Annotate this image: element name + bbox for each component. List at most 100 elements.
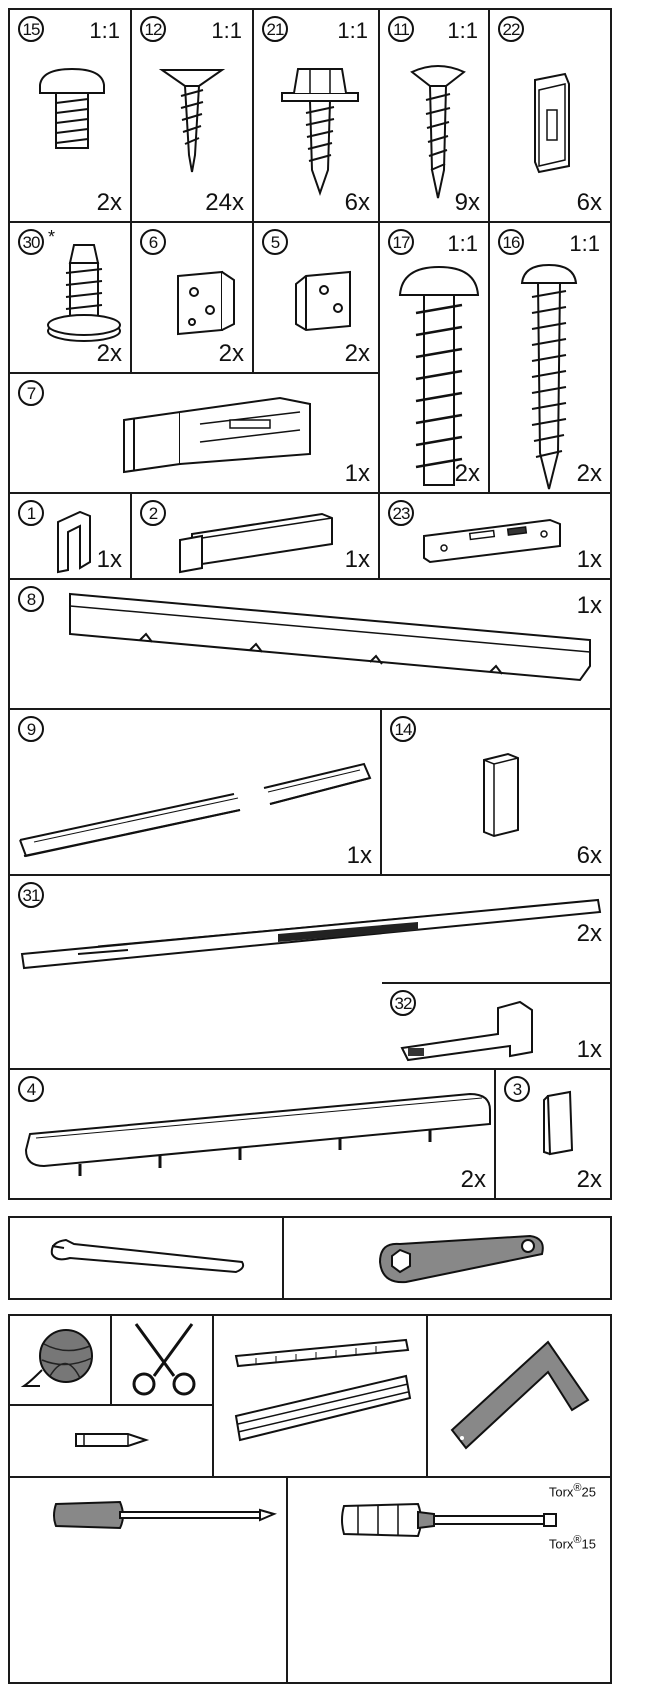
- part-31: 31 2x: [8, 874, 612, 984]
- quantity: 2x: [460, 1166, 486, 1193]
- quantity: 2x: [454, 460, 480, 487]
- slider-connector-icon: [123, 396, 311, 474]
- quantity: 24x: [205, 189, 244, 216]
- plate-icon: [295, 270, 351, 332]
- part-number: 5: [262, 229, 288, 255]
- part-number: 11: [388, 16, 414, 42]
- part-number: 21: [262, 16, 288, 42]
- folding-ruler-icon: [234, 1338, 412, 1442]
- tool-wrench: [8, 1216, 284, 1300]
- bracket-clip-icon: [534, 72, 570, 174]
- wood-screw-icon: [158, 69, 226, 173]
- torx-screwdriver-icon: [341, 1502, 557, 1538]
- part-number: 6: [140, 229, 166, 255]
- tool-pencil-cell: [8, 1404, 214, 1478]
- scale-ratio: 1:1: [89, 18, 120, 43]
- quantity: 1x: [576, 1036, 602, 1063]
- part-number: 9: [18, 716, 44, 742]
- part-3: 3 2x: [494, 1068, 612, 1200]
- end-cap-rail-icon: [179, 512, 333, 574]
- quantity: 2x: [96, 189, 122, 216]
- part-7: 7 1x: [8, 372, 380, 494]
- part-number: 1: [18, 500, 44, 526]
- end-clip-icon: [57, 510, 91, 574]
- quantity: 2x: [576, 460, 602, 487]
- torx-25-label: Torx®25: [548, 1482, 596, 1500]
- quantity: 1x: [576, 592, 602, 619]
- quantity: 2x: [576, 920, 602, 947]
- part-14: 14 6x: [380, 708, 612, 876]
- part-number: 30: [18, 229, 44, 255]
- tool-spanner: [282, 1216, 612, 1300]
- quantity: 1x: [346, 842, 372, 869]
- part-21: 21 1:1 6x: [252, 8, 380, 223]
- handle-hook-icon: [400, 1000, 533, 1062]
- part-23: 23 1x: [378, 492, 612, 580]
- part-number: 12: [140, 16, 166, 42]
- tool-scissors: [110, 1314, 214, 1406]
- part-number: 14: [390, 716, 416, 742]
- part-9: 9 1x: [8, 708, 382, 876]
- part-number: 8: [18, 586, 44, 612]
- scale-ratio: 1:1: [337, 18, 368, 43]
- wrench-icon: [50, 1238, 245, 1274]
- part-number: 32: [390, 990, 416, 1016]
- quantity: 1x: [96, 546, 122, 573]
- angle-square-icon: [450, 1340, 590, 1450]
- spacer: [8, 982, 382, 1070]
- quantity: 9x: [454, 189, 480, 216]
- long-screw-icon: [520, 263, 578, 490]
- large-screw-icon: [398, 265, 480, 486]
- part-number: 4: [18, 1076, 44, 1102]
- part-number: 23: [388, 500, 414, 526]
- quantity: 2x: [344, 340, 370, 367]
- part-12: 12 1:1 24x: [130, 8, 254, 223]
- scale-ratio: 1:1: [211, 18, 242, 43]
- part-5: 5 2x: [252, 221, 380, 374]
- long-rail-icon: [69, 592, 591, 682]
- part-4: 4 2x: [8, 1068, 496, 1200]
- part-16: 16 1:1 2x: [488, 221, 612, 494]
- part-1: 1 1x: [8, 492, 132, 580]
- scissors-icon: [132, 1323, 196, 1396]
- part-number: 31: [18, 882, 44, 908]
- bolt-icon: [39, 67, 105, 149]
- part-11: 11 1:1 9x: [378, 8, 490, 223]
- quantity: 2x: [218, 340, 244, 367]
- part-number: 16: [498, 229, 524, 255]
- hex-spanner-icon: [378, 1234, 544, 1284]
- part-32: 32 1x: [380, 982, 612, 1070]
- part-2: 2 1x: [130, 492, 380, 580]
- flat-screwdriver-icon: [53, 1500, 277, 1530]
- tool-string: [8, 1314, 112, 1406]
- part-number: 17: [388, 229, 414, 255]
- part-22: 22 6x: [488, 8, 612, 223]
- plate-icon: [177, 270, 235, 336]
- quantity: 2x: [96, 340, 122, 367]
- hex-screw-icon: [281, 68, 359, 197]
- tool-flat-screwdriver: [8, 1476, 288, 1684]
- quantity: 6x: [576, 189, 602, 216]
- footnote-star: *: [48, 227, 56, 247]
- part-17: 17 1:1 2x: [378, 221, 490, 494]
- countersunk-screw-icon: [410, 65, 466, 199]
- small-cap-icon: [543, 1090, 574, 1156]
- pencil-icon: [75, 1433, 150, 1447]
- part-30: 30 * 2x: [8, 221, 132, 374]
- tool-angle: [426, 1314, 612, 1478]
- part-number: 2: [140, 500, 166, 526]
- part-number: 22: [498, 16, 524, 42]
- cover-profile-icon: [24, 1092, 491, 1176]
- part-number: 3: [504, 1076, 530, 1102]
- quantity: 6x: [576, 842, 602, 869]
- end-block-icon: [483, 752, 519, 838]
- angle-profile-icon: [19, 762, 372, 858]
- part-number: 7: [18, 380, 44, 406]
- quantity: 2x: [576, 1166, 602, 1193]
- quantity: 1x: [344, 546, 370, 573]
- part-15: 15 1:1 2x: [8, 8, 132, 223]
- part-8: 8 1x: [8, 578, 612, 710]
- string-ball-icon: [20, 1329, 93, 1387]
- quantity: 1x: [576, 546, 602, 573]
- threaded-bolt-nut-icon: [47, 244, 121, 342]
